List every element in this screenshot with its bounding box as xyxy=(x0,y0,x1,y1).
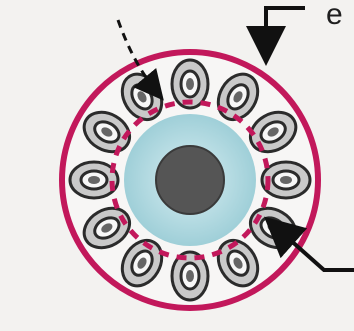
cell-nucleus xyxy=(88,176,100,184)
cell-nucleus xyxy=(186,270,194,282)
cell-nucleus xyxy=(280,176,292,184)
top-right-label-fragment: e xyxy=(326,0,343,31)
cell-nucleus xyxy=(186,78,194,90)
